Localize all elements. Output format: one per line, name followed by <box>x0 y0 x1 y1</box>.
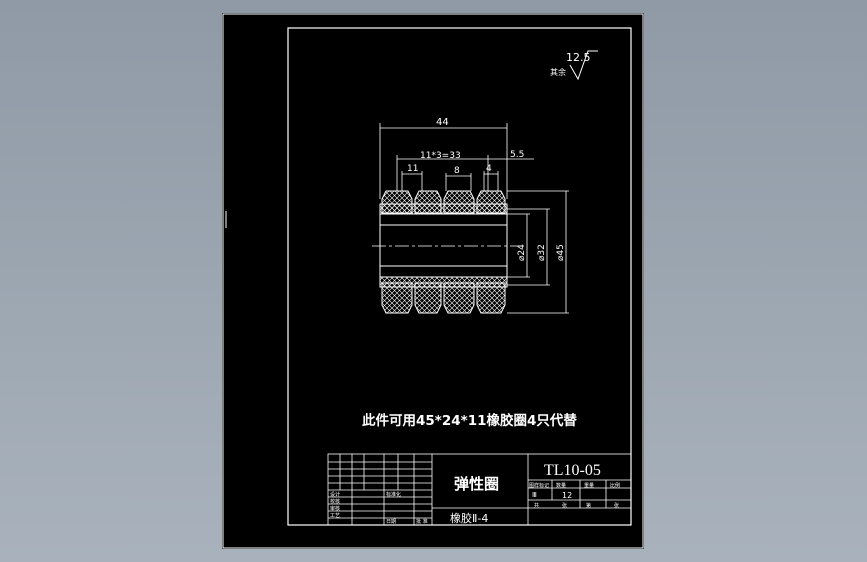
hdr-weight: 重量 <box>584 482 594 489</box>
mark-value: Ⅲ <box>532 491 537 499</box>
qty-value: 12 <box>562 491 572 500</box>
note-text: 此件可用45*24*11橡胶圈4只代替 <box>362 412 577 429</box>
outer-border <box>222 13 644 549</box>
roughness-note: 其余 <box>550 67 566 77</box>
cad-drawing: 12.5 其余 <box>222 13 644 549</box>
part-name: 弹性圈 <box>454 475 499 493</box>
dim-tooth-width: 8 <box>454 166 460 176</box>
roughness-value: 12.5 <box>566 51 591 64</box>
label-checker: 审核 <box>330 505 340 512</box>
material: 橡胶Ⅱ-4 <box>450 511 488 525</box>
drawing-number: TL10-05 <box>544 462 601 479</box>
ring-section <box>372 190 522 314</box>
dim-outer-dia: ⌀45 <box>556 244 566 261</box>
hdr-scale: 比例 <box>610 482 620 489</box>
hdr-marking: 图样标记 <box>529 482 549 489</box>
roughness-symbol: 12.5 其余 <box>550 50 598 81</box>
label-approve: 批 准 <box>416 518 428 525</box>
label-date: 日期 <box>386 519 396 525</box>
hdr-quantity: 数量 <box>556 482 566 489</box>
dim-edge: 5.5 <box>510 150 524 160</box>
dim-bore: ⌀24 <box>517 244 527 261</box>
dim-tooth-tip: 4 <box>486 164 492 174</box>
dim-overall-width: 44 <box>436 117 449 128</box>
sheet-index-label: 第 <box>586 502 591 509</box>
dimension-labels: 44 11*3=33 11 8 4 5.5 ⌀24 ⌀32 ⌀45 <box>407 117 566 261</box>
label-standard: 标准化 <box>386 491 401 498</box>
dim-tooth-top: 11 <box>407 164 418 174</box>
drawing-sheet: 12.5 其余 <box>222 13 644 549</box>
dimensions <box>379 123 569 314</box>
dim-pitch: 11*3=33 <box>420 151 461 161</box>
sheet-unit-a: 张 <box>562 502 567 509</box>
title-block <box>327 453 632 526</box>
title-block-text: 弹性圈 TL10-05 橡胶Ⅱ-4 图样标记 数量 重量 比例 Ⅲ 12 共 张… <box>330 462 620 525</box>
label-drafter: 校核 <box>330 498 340 505</box>
label-designer: 设计 <box>330 491 340 498</box>
label-process: 工艺 <box>330 513 340 519</box>
dim-root-dia: ⌀32 <box>537 244 547 261</box>
sheet-unit-b: 张 <box>614 502 619 509</box>
sheet-total-label: 共 <box>534 502 539 509</box>
